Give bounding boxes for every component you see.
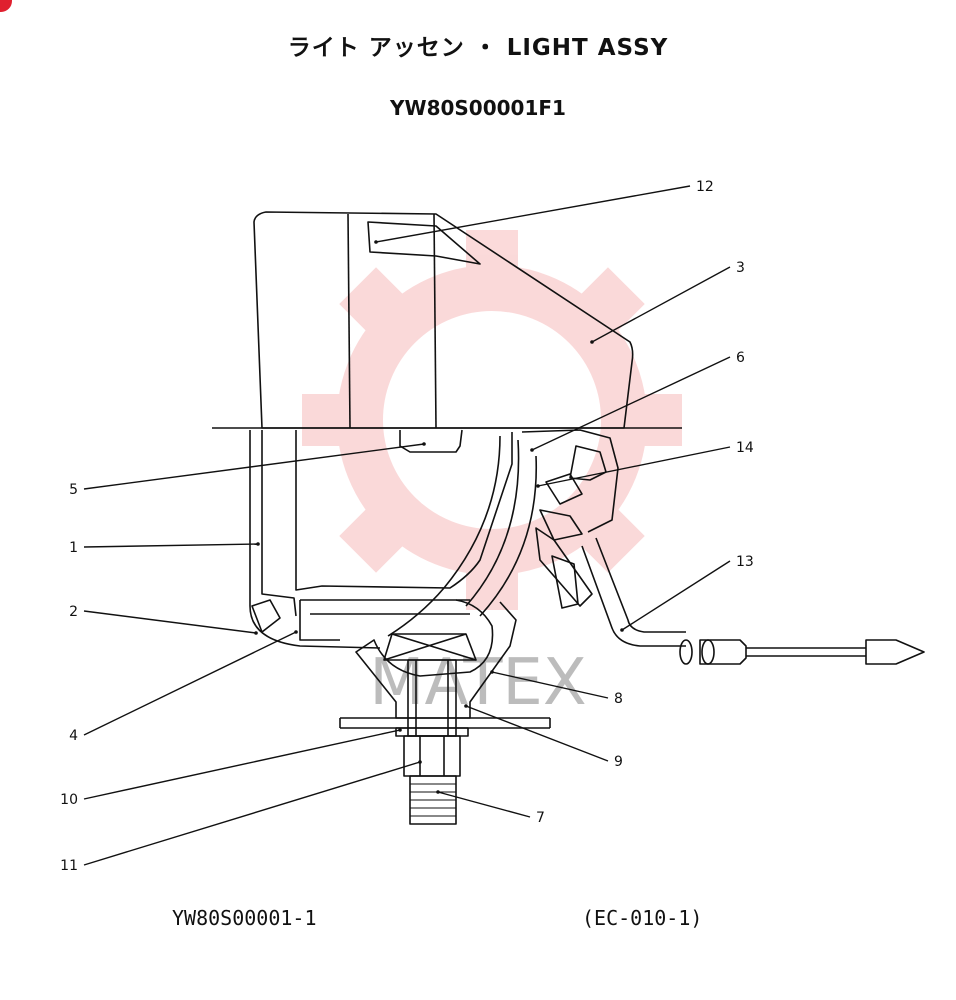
leader-dot-1 [256,542,260,546]
leader-line-12 [375,185,691,243]
callout-12: 12 [696,179,714,195]
drawing-number: YW80S00001-1 [172,906,317,930]
leader-dot-11 [418,760,422,764]
assembly-code: YW80S00001F1 [390,96,566,120]
leader-dot-12 [374,240,378,244]
leader-line-9 [465,705,609,762]
leader-dot-10 [398,728,402,732]
watermark-gear-tooth [572,267,645,340]
leader-line-7 [437,791,531,818]
leader-dot-13 [620,628,624,632]
watermark-text: MATEX [369,646,586,720]
callout-7: 7 [536,810,545,826]
leader-line-1 [83,543,259,548]
leader-dot-7 [436,790,440,794]
watermark-gear-tooth [632,394,682,446]
leader-line-3 [591,266,731,343]
watermark-gear-tooth [466,230,518,280]
label-plate [367,221,481,265]
cable-connector [699,639,747,665]
washer [395,727,469,737]
callout-13: 13 [736,554,754,570]
leader-line-13 [621,560,731,631]
reflector [387,435,501,637]
callout-5: 5 [69,482,78,498]
callout-4: 4 [69,728,78,744]
mount-bracket [355,599,517,719]
leader-dot-14 [536,484,540,488]
watermark-gear-tooth [572,500,645,573]
page-title: ライト アッセン ・ LIGHT ASSY [287,35,669,61]
lamp-body [249,430,381,649]
leader-dot-8 [490,670,494,674]
leader-line-5 [83,443,425,490]
bulb-clip [399,429,463,453]
watermark-gear-tooth [339,500,412,573]
watermark-gear-icon [337,265,647,575]
leader-line-11 [83,761,421,866]
leader-line-6 [531,356,731,451]
leader-dot-3 [590,340,594,344]
watermark-gear-tooth [302,394,352,446]
callout-3: 3 [736,260,745,276]
callout-6: 6 [736,350,745,366]
watermark-gear-tooth [339,267,412,340]
gasket [251,599,281,633]
leader-line-10 [83,729,401,800]
cable-terminal [865,639,925,665]
socket-housing [521,429,619,533]
leader-dot-4 [294,630,298,634]
leader-dot-2 [254,631,258,635]
callout-2: 2 [69,604,78,620]
leader-line-4 [83,631,297,736]
lamp-housing-upper [253,211,634,429]
leader-line-14 [537,446,731,487]
callout-9: 9 [614,754,623,770]
leader-line-8 [491,671,609,699]
callout-10: 10 [60,792,78,808]
nut [403,735,461,777]
callout-8: 8 [614,691,623,707]
cable [581,545,686,647]
leader-dot-5 [422,442,426,446]
callout-14: 14 [736,440,754,456]
watermark: MATEX [302,230,682,720]
page-reference: (EC-010-1) [582,906,703,930]
leader-dot-9 [464,704,468,708]
lamp-drawing [212,211,925,825]
leader-line-2 [83,610,257,634]
callout-1: 1 [69,540,78,556]
leader-dot-6 [530,448,534,452]
callout-11: 11 [60,858,78,874]
